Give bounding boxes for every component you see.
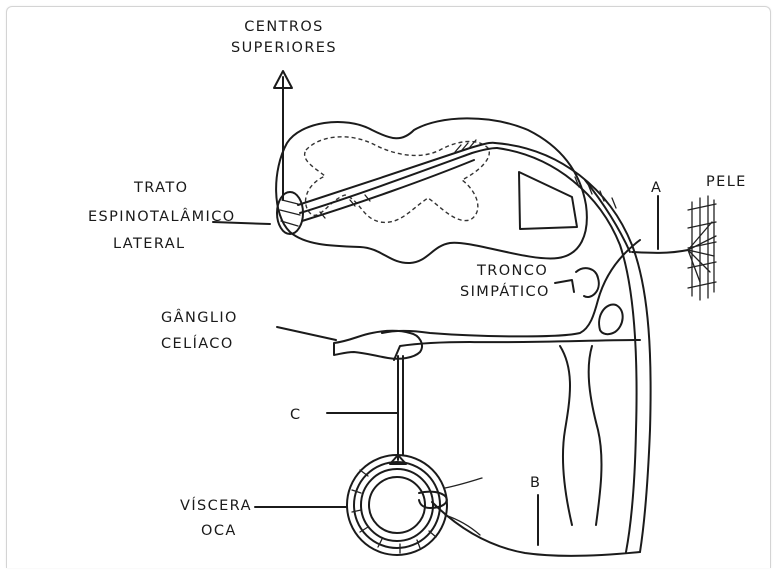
label-trato-line1: TRATO	[133, 180, 188, 196]
label-centros-line1: CENTROS	[244, 19, 323, 35]
label-ganglio-line2: CELÍACO	[161, 335, 234, 352]
spinal-cord-section	[276, 118, 587, 263]
label-ganglio-line1: GÂNGLIO	[161, 308, 238, 326]
label-trato-line2: ESPINOTALÂMICO	[88, 207, 236, 225]
hollow-viscus	[347, 455, 482, 555]
skin-area	[688, 196, 716, 300]
label-a: A	[651, 180, 662, 196]
label-c: C	[290, 407, 302, 423]
label-viscera-line1: VÍSCERA	[180, 497, 252, 514]
label-tronco-line2: SIMPÁTICO	[460, 283, 550, 300]
label-viscera-line2: OCA	[201, 523, 237, 539]
label-pele: PELE	[706, 174, 747, 190]
crossing-fibers	[298, 140, 497, 221]
label-b: B	[530, 475, 541, 491]
label-tronco-line1: TRONCO	[476, 263, 548, 279]
peripheral-nerve	[495, 143, 716, 552]
sympathetic-trunk	[576, 268, 623, 334]
label-centros-line2: SUPERIORES	[231, 40, 337, 56]
label-trato-line3: LATERAL	[113, 236, 186, 252]
